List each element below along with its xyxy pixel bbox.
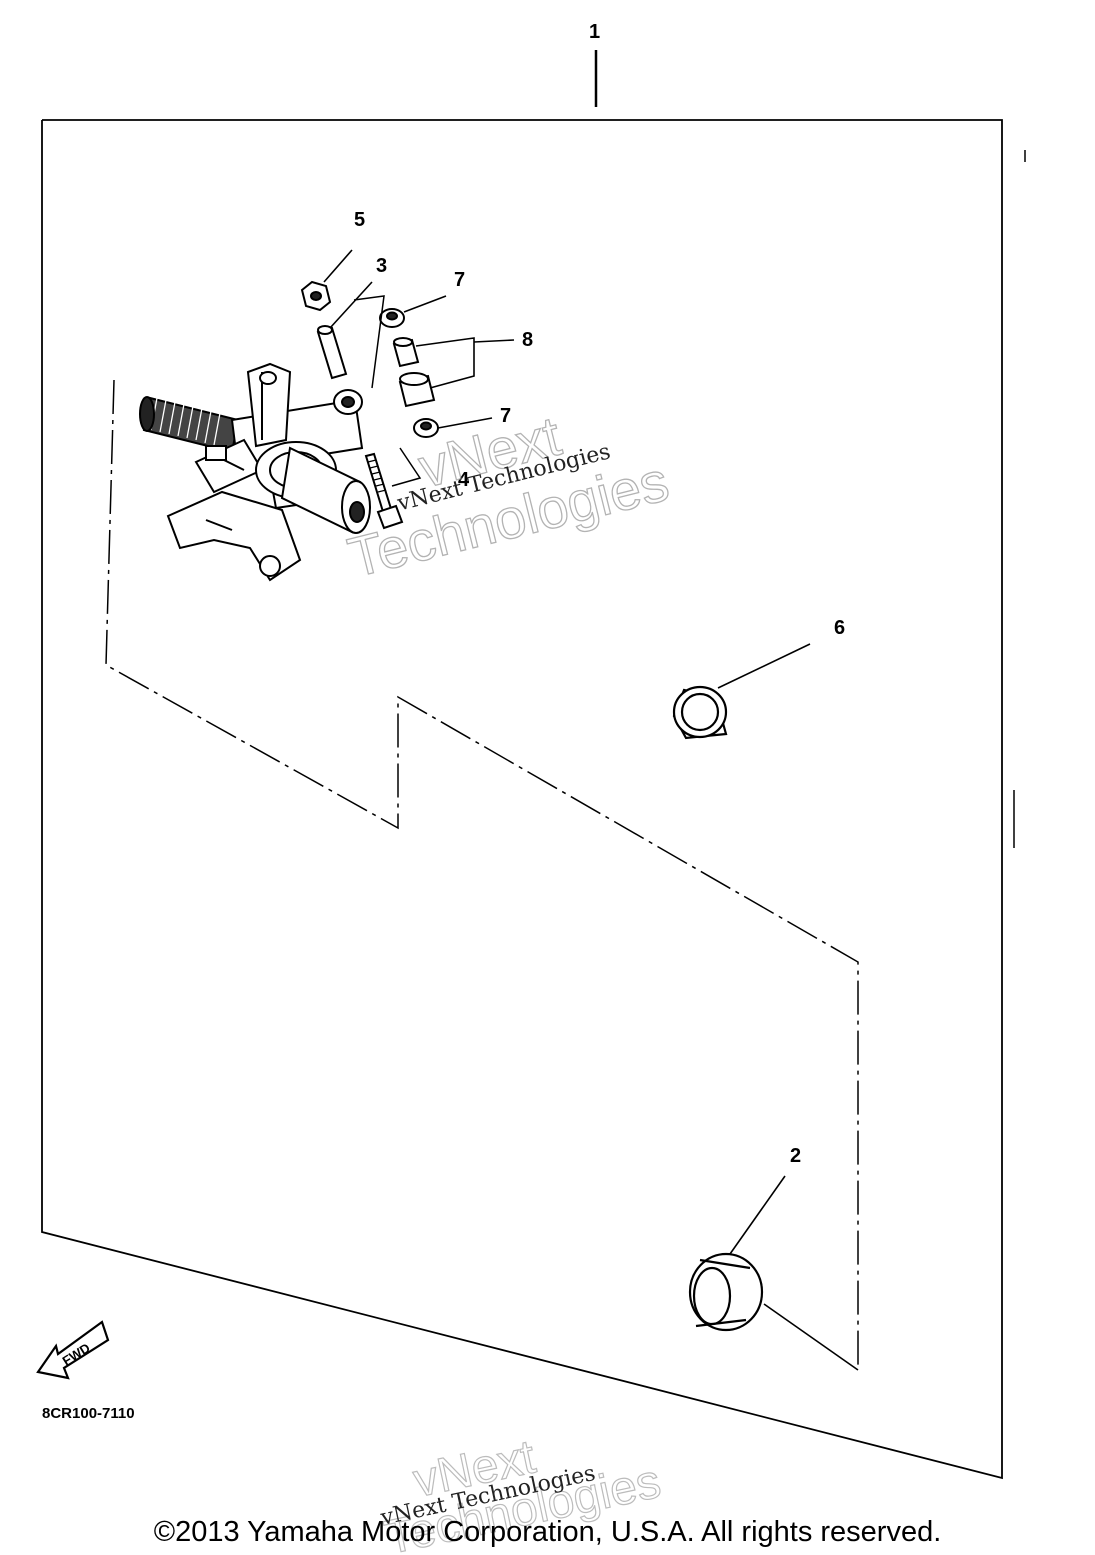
group-bracket	[353, 295, 385, 389]
nut-part	[300, 280, 332, 312]
bushing-part-small	[392, 337, 420, 368]
group-bracket	[391, 447, 422, 487]
callout-1: 1	[589, 21, 600, 43]
callout-8: 8	[522, 329, 533, 351]
callout-2: 2	[790, 1145, 801, 1167]
leader-lines	[323, 249, 859, 1371]
callout-6: 6	[834, 617, 845, 639]
callout-3: 3	[376, 255, 387, 277]
callout-4: 4	[458, 469, 470, 491]
bushing-part-large	[398, 372, 436, 408]
copyright-notice: ©2013 Yamaha Motor Corporation, U.S.A. A…	[153, 1516, 942, 1548]
callout-5: 5	[354, 209, 365, 231]
bolt-part	[364, 452, 404, 530]
kit-frame	[41, 119, 1003, 1480]
steering-bracket-assembly	[139, 362, 371, 582]
bushing-6-part	[672, 685, 728, 740]
diagram-code: 8CR100-7110	[42, 1405, 135, 1422]
ring-2-part	[688, 1252, 764, 1332]
pin-part	[316, 325, 348, 380]
callout-7-lower: 7	[500, 405, 511, 427]
callout-7-upper: 7	[454, 269, 465, 291]
washer-part-upper	[379, 308, 405, 328]
fwd-arrow-icon: FWD	[36, 1320, 110, 1380]
